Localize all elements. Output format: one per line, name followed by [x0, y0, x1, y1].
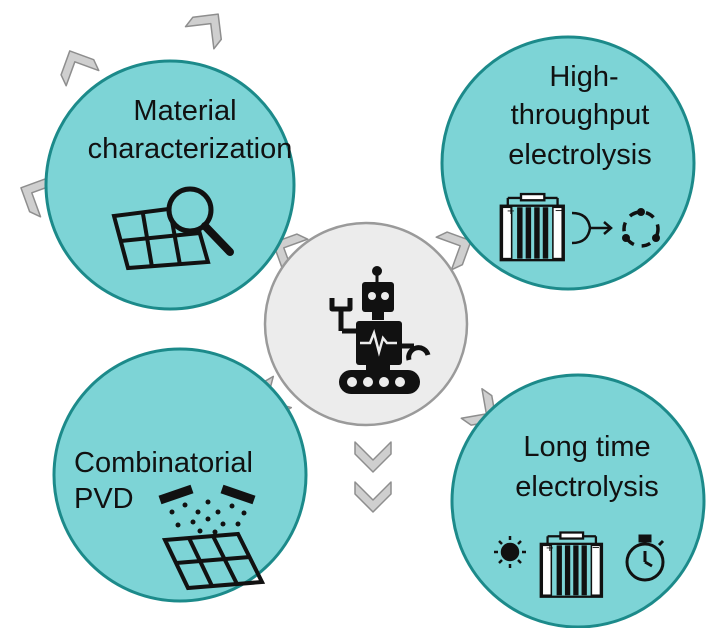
node-circle [44, 59, 296, 311]
sun-battery-stopwatch-icon: + − [494, 531, 665, 599]
sputter-deposition-grid-icon [158, 484, 266, 591]
node-circle [52, 347, 308, 603]
node-label-line-3: electrolysis [508, 139, 651, 171]
node-material-characterization: Material characterization [44, 59, 296, 311]
chevron-arrow-icon [60, 50, 100, 87]
node-label-line-1: Material [133, 95, 236, 127]
node-long-time-electrolysis: Long time electrolysis + − [450, 373, 706, 628]
node-circle [450, 373, 706, 628]
cell-minus-sign: − [555, 203, 563, 218]
stopwatch-icon [625, 534, 665, 582]
chevron-arrow-icon [354, 481, 392, 513]
magnifier-over-sample-grid-icon [111, 186, 234, 271]
node-label-line-1: High- [549, 61, 618, 93]
robot-icon [329, 266, 431, 394]
cell-minus-sign: − [592, 540, 600, 555]
node-label-line-1: Combinatorial [74, 447, 253, 479]
cell-plus-sign: + [546, 540, 554, 555]
node-high-throughput-electrolysis: High- throughput electrolysis + − [440, 35, 696, 291]
chevron-arrow-icon [354, 441, 392, 473]
cell-plus-sign: + [507, 203, 515, 218]
node-label-line-2: throughput [511, 99, 650, 131]
battery-split-to-cycle-icon: + − [499, 192, 660, 262]
hub-robot-node [263, 221, 469, 427]
node-label-line-2: PVD [74, 483, 134, 515]
node-combinatorial-pvd: Combinatorial PVD [52, 347, 308, 603]
chevron-arrow-icon [184, 13, 223, 50]
node-label-line-2: electrolysis [515, 471, 658, 503]
sun-icon [494, 536, 526, 568]
node-label-line-1: Long time [523, 431, 650, 463]
node-label-line-2: characterization [88, 133, 293, 165]
